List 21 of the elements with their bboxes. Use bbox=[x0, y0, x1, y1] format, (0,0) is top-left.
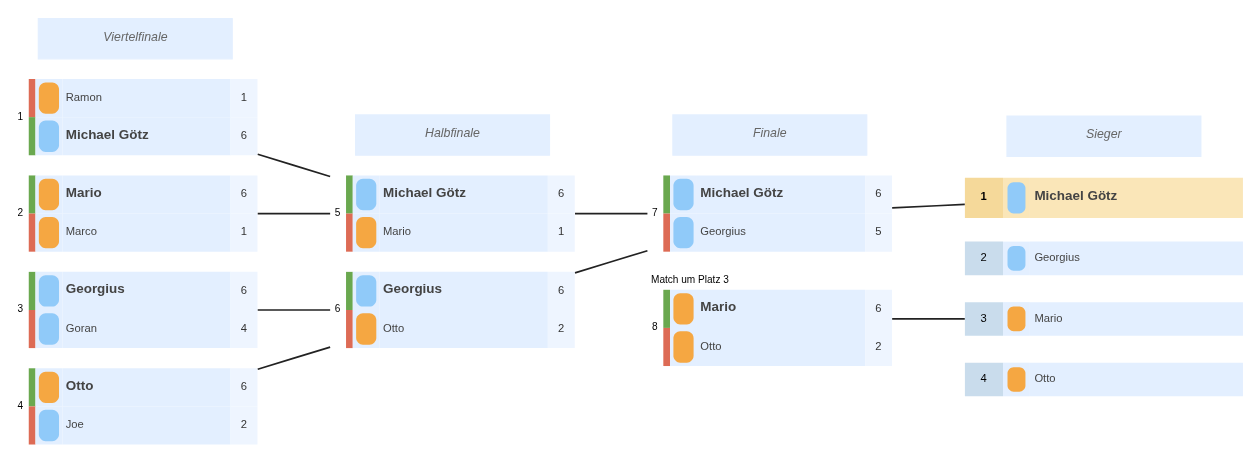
connector bbox=[574, 249, 649, 274]
node-label: 4 bbox=[17, 399, 24, 411]
node-label: 8 bbox=[652, 320, 658, 332]
label: Finale bbox=[753, 125, 787, 140]
connector bbox=[891, 317, 966, 320]
node-label: Match um Platz 3 bbox=[650, 273, 729, 285]
label: Halbfinale bbox=[425, 125, 480, 140]
node-label: 2 bbox=[17, 206, 24, 218]
label: Sieger bbox=[1085, 126, 1122, 141]
node-label: 1 bbox=[17, 110, 24, 122]
node-label: 3 bbox=[17, 302, 24, 314]
connector bbox=[256, 345, 331, 370]
connector bbox=[574, 212, 649, 214]
connector bbox=[891, 203, 966, 209]
node-label: 7 bbox=[652, 206, 658, 218]
connector bbox=[256, 308, 331, 311]
connector bbox=[256, 212, 331, 214]
label: Viertelfinale bbox=[103, 29, 168, 44]
node-label: 5 bbox=[334, 206, 341, 218]
node-label: 6 bbox=[334, 302, 341, 314]
connector bbox=[256, 152, 331, 177]
